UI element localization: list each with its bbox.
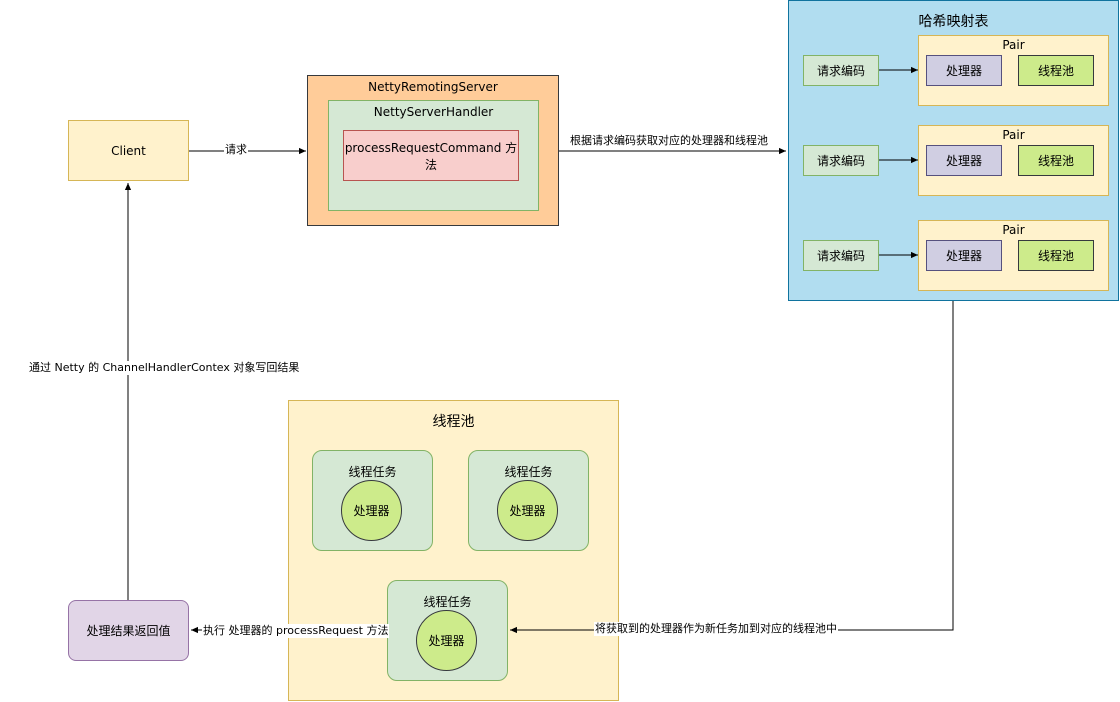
- netty-remoting-server-title: NettyRemotingServer: [368, 80, 498, 94]
- pair-threadpool-label: 线程池: [1037, 249, 1074, 263]
- pair-title: Pair: [1002, 38, 1025, 52]
- pair-threadpool-node[interactable]: 线程池: [1018, 55, 1094, 86]
- request-code-label: 请求编码: [816, 249, 865, 263]
- edge-writeback-label: 通过 Netty 的 ChannelHandlerContex 对象写回结果: [28, 361, 301, 375]
- task-processor-label: 处理器: [509, 504, 546, 518]
- task-processor-node[interactable]: 处理器: [341, 480, 402, 541]
- result-node[interactable]: 处理结果返回值: [68, 600, 189, 661]
- pair-threadpool-node[interactable]: 线程池: [1018, 145, 1094, 176]
- pair-processor-label: 处理器: [945, 249, 982, 263]
- result-label: 处理结果返回值: [86, 624, 171, 638]
- thread-task-title: 线程任务: [348, 465, 397, 479]
- edge-submit-label: 将获取到的处理器作为新任务加到对应的线程池中: [594, 622, 838, 636]
- pair-threadpool-node[interactable]: 线程池: [1018, 240, 1094, 271]
- request-code-node[interactable]: 请求编码: [803, 55, 879, 86]
- pair-processor-node[interactable]: 处理器: [926, 240, 1002, 271]
- pair-processor-label: 处理器: [945, 64, 982, 78]
- request-code-node[interactable]: 请求编码: [803, 240, 879, 271]
- task-processor-node[interactable]: 处理器: [497, 480, 558, 541]
- pair-processor-label: 处理器: [945, 154, 982, 168]
- pair-threadpool-label: 线程池: [1037, 154, 1074, 168]
- edge-execute-label: 执行 处理器的 processRequest 方法: [202, 624, 390, 638]
- edge-submit: [510, 301, 954, 634]
- netty-server-handler-title: NettyServerHandler: [373, 105, 494, 119]
- edge-request-label: 请求: [224, 143, 248, 157]
- thread-task-title: 线程任务: [423, 595, 472, 609]
- task-processor-label: 处理器: [428, 634, 465, 648]
- pair-threadpool-label: 线程池: [1037, 64, 1074, 78]
- edge-lookup-label: 根据请求编码获取对应的处理器和线程池: [569, 134, 769, 148]
- pair-processor-node[interactable]: 处理器: [926, 145, 1002, 176]
- request-code-label: 请求编码: [816, 64, 865, 78]
- request-code-label: 请求编码: [816, 154, 865, 168]
- process-request-command-node[interactable]: processRequestCommand 方法: [343, 130, 519, 181]
- pair-processor-node[interactable]: 处理器: [926, 55, 1002, 86]
- pair-title: Pair: [1002, 223, 1025, 237]
- process-request-command-label: processRequestCommand 方法: [344, 140, 518, 172]
- client-node[interactable]: Client: [68, 120, 189, 181]
- request-code-node[interactable]: 请求编码: [803, 145, 879, 176]
- threadpool-title: 线程池: [432, 414, 475, 430]
- client-label: Client: [111, 143, 146, 158]
- task-processor-node[interactable]: 处理器: [416, 610, 477, 671]
- task-processor-label: 处理器: [353, 504, 390, 518]
- pair-title: Pair: [1002, 128, 1025, 142]
- hashmap-title: 哈希映射表: [918, 14, 989, 30]
- thread-task-title: 线程任务: [504, 465, 553, 479]
